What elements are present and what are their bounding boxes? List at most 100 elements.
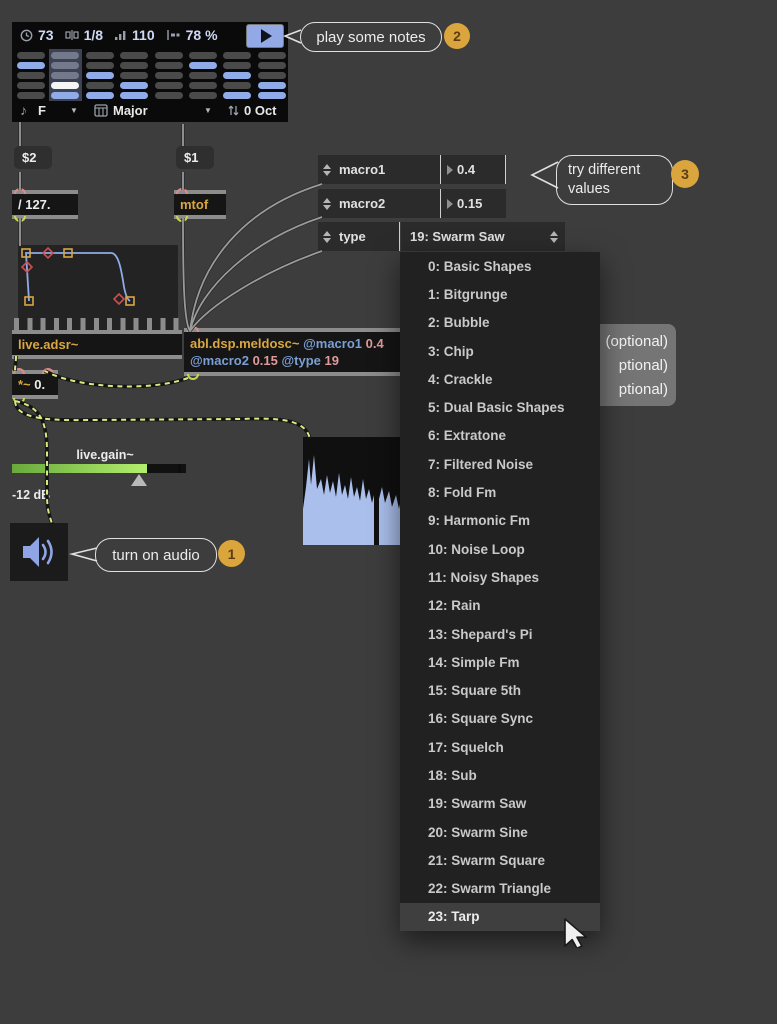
gain-slider-thumb[interactable] <box>131 474 147 486</box>
menu-item[interactable]: 17: Squelch <box>428 739 504 755</box>
step-cell[interactable] <box>120 52 149 59</box>
step-cell[interactable] <box>120 72 149 79</box>
menu-item[interactable]: 19: Swarm Saw <box>428 796 527 812</box>
step-cell[interactable] <box>120 62 149 69</box>
step-cell[interactable] <box>51 92 80 99</box>
dropdown-arrow-icon[interactable]: ▼ <box>204 106 212 115</box>
menu-item[interactable]: 18: Sub <box>428 767 477 783</box>
root-note-select[interactable]: F <box>38 103 46 118</box>
interval-icon <box>64 30 79 40</box>
step-cell[interactable] <box>51 72 80 79</box>
menu-item[interactable]: 4: Crackle <box>428 371 493 387</box>
step-cell[interactable] <box>17 82 45 89</box>
mult-value: 0. <box>34 377 46 392</box>
step-cell[interactable] <box>85 82 114 89</box>
step-cell[interactable] <box>257 62 286 69</box>
tempo-field[interactable]: 73 <box>38 27 54 43</box>
step-cell[interactable] <box>85 62 114 69</box>
step-cell[interactable] <box>85 72 114 79</box>
menu-item[interactable]: 15: Square 5th <box>428 683 522 699</box>
step-cell[interactable] <box>17 72 45 79</box>
macro1-number-box[interactable]: 0.4 <box>440 155 506 184</box>
mult-operator: *~ <box>18 377 31 392</box>
step-cell[interactable] <box>154 82 183 89</box>
step-cell[interactable] <box>189 92 217 99</box>
step-cell[interactable] <box>223 52 252 59</box>
menu-item[interactable]: 23: Tarp <box>400 902 600 932</box>
step-cell[interactable] <box>257 52 286 59</box>
scale-select[interactable]: Major <box>113 103 148 118</box>
step-cell[interactable] <box>223 92 252 99</box>
menu-item[interactable]: 7: Filtered Noise <box>428 456 534 472</box>
envelope-point-square <box>21 248 135 306</box>
menu-item[interactable]: 20: Swarm Sine <box>428 824 528 840</box>
message-box-dollar1[interactable]: $1 <box>176 146 214 169</box>
menu-item[interactable]: 5: Dual Basic Shapes <box>428 400 565 416</box>
step-cell[interactable] <box>223 72 252 79</box>
stepper-arrows-icon[interactable] <box>323 163 331 176</box>
macro2-value: 0.15 <box>457 196 483 211</box>
menu-item[interactable]: 14: Simple Fm <box>428 654 520 670</box>
step-cell[interactable] <box>17 92 45 99</box>
meldosc-name: abl.dsp.meldosc~ <box>190 336 300 351</box>
gain-label: live.gain~ <box>76 448 134 462</box>
menu-item[interactable]: 3: Chip <box>428 343 474 359</box>
audio-on-button[interactable] <box>10 523 68 581</box>
step-cell[interactable] <box>17 62 45 69</box>
step-cell[interactable] <box>85 92 114 99</box>
attr-macro2: @macro2 <box>190 353 249 368</box>
step-cell[interactable] <box>189 62 217 69</box>
step-cell[interactable] <box>51 52 80 59</box>
menu-item[interactable]: 8: Fold Fm <box>428 485 497 501</box>
step-cell[interactable] <box>51 62 80 69</box>
interval-field[interactable]: 1/8 <box>83 27 104 43</box>
inlet-arc-icon <box>187 326 199 332</box>
gain-slider[interactable] <box>12 464 186 473</box>
dropdown-arrow-icon[interactable]: ▼ <box>70 106 78 115</box>
macro2-number-box[interactable]: 0.15 <box>440 189 506 218</box>
macro1-label-widget[interactable]: macro1 <box>318 155 440 184</box>
menu-item[interactable]: 21: Swarm Square <box>428 852 546 868</box>
menu-item[interactable]: 0: Basic Shapes <box>428 258 532 274</box>
macro2-label-widget[interactable]: macro2 <box>318 189 440 218</box>
step-cell[interactable] <box>154 92 183 99</box>
step-cell[interactable] <box>120 82 149 89</box>
type-menu-closed[interactable]: 19: Swarm Saw <box>401 222 565 251</box>
divide-object: / 127. <box>12 190 78 219</box>
type-label-widget[interactable]: type <box>318 222 400 251</box>
menu-item[interactable]: 22: Swarm Triangle <box>428 881 552 897</box>
step-cell[interactable] <box>154 62 183 69</box>
step-cell[interactable] <box>257 72 286 79</box>
menu-item[interactable]: 9: Harmonic Fm <box>428 513 531 529</box>
menu-item[interactable]: 11: Noisy Shapes <box>428 569 540 585</box>
step-cell[interactable] <box>120 92 149 99</box>
adsr-envelope-editor[interactable] <box>18 245 178 331</box>
step-cell[interactable] <box>189 72 217 79</box>
menu-item[interactable]: 10: Noise Loop <box>428 541 525 557</box>
step-cell[interactable] <box>257 92 286 99</box>
menu-item[interactable]: 16: Square Sync <box>428 711 534 727</box>
step-cell[interactable] <box>85 52 114 59</box>
step-cell[interactable] <box>17 52 45 59</box>
menu-item[interactable]: 6: Extratone <box>428 428 507 444</box>
step-cell[interactable] <box>257 82 286 89</box>
step-cell[interactable] <box>189 52 217 59</box>
step-cell[interactable] <box>154 72 183 79</box>
type-dropdown-menu: 0: Basic Shapes 1: Bitgrunge 2: Bubble 3: C… <box>400 252 600 932</box>
step-cell[interactable] <box>189 82 217 89</box>
gate-field[interactable]: 78 % <box>185 27 218 43</box>
play-button[interactable] <box>246 24 284 48</box>
menu-item[interactable]: 1: Bitgrunge <box>428 286 508 302</box>
step-cell[interactable] <box>223 82 252 89</box>
stepper-arrows-icon[interactable] <box>323 197 331 210</box>
menu-item[interactable]: 13: Shepard's Pi <box>428 626 533 642</box>
step-cell[interactable] <box>51 82 80 89</box>
menu-item[interactable]: 2: Bubble <box>428 315 490 331</box>
step-cell[interactable] <box>154 52 183 59</box>
stepper-arrows-icon[interactable] <box>323 230 331 243</box>
octave-select[interactable]: 0 Oct <box>244 103 277 118</box>
step-cell[interactable] <box>223 62 252 69</box>
message-box-dollar2[interactable]: $2 <box>14 146 52 169</box>
menu-item[interactable]: 12: Rain <box>428 598 481 614</box>
velocity-field[interactable]: 110 <box>132 27 155 43</box>
